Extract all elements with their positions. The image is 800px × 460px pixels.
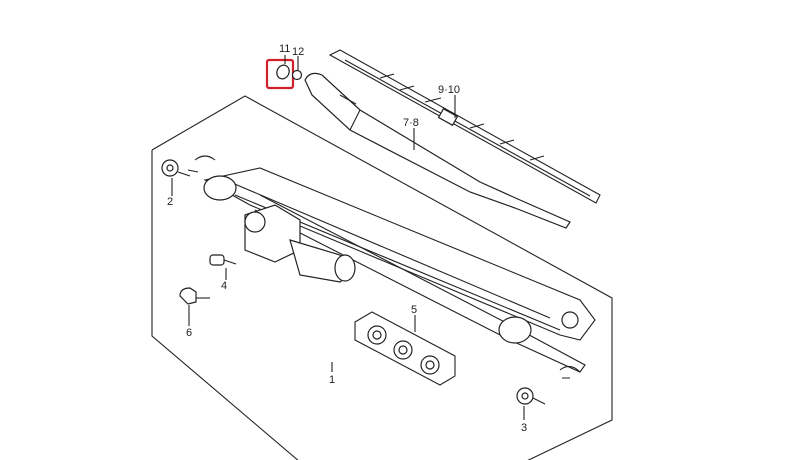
callout-4: 4 — [221, 280, 227, 292]
callout-3: 3 — [521, 422, 527, 434]
assembly-outline — [151, 95, 613, 460]
part-2-grommet — [161, 159, 191, 177]
wiper-motor — [244, 204, 356, 283]
part-12-nut — [291, 69, 303, 81]
part-3-grommet — [516, 387, 546, 405]
callout-11: 11 — [279, 43, 290, 55]
callout-1: 1 — [329, 374, 335, 386]
callout-12: 12 — [292, 46, 304, 58]
part-6-bolt — [179, 287, 210, 305]
callout-9-10: 9·10 — [438, 84, 460, 96]
part-5-bushings — [354, 311, 456, 386]
wiper-arm — [304, 72, 571, 229]
callout-6: 6 — [186, 327, 192, 339]
wiper-blade — [328, 49, 601, 204]
part-4-bolt — [209, 254, 237, 266]
callout-2: 2 — [167, 196, 173, 208]
leader-lines — [171, 55, 525, 420]
part-11-washer — [276, 64, 290, 80]
callout-7-8: 7·8 — [403, 117, 419, 129]
callout-5: 5 — [411, 304, 417, 316]
linkage-frame — [187, 155, 596, 379]
